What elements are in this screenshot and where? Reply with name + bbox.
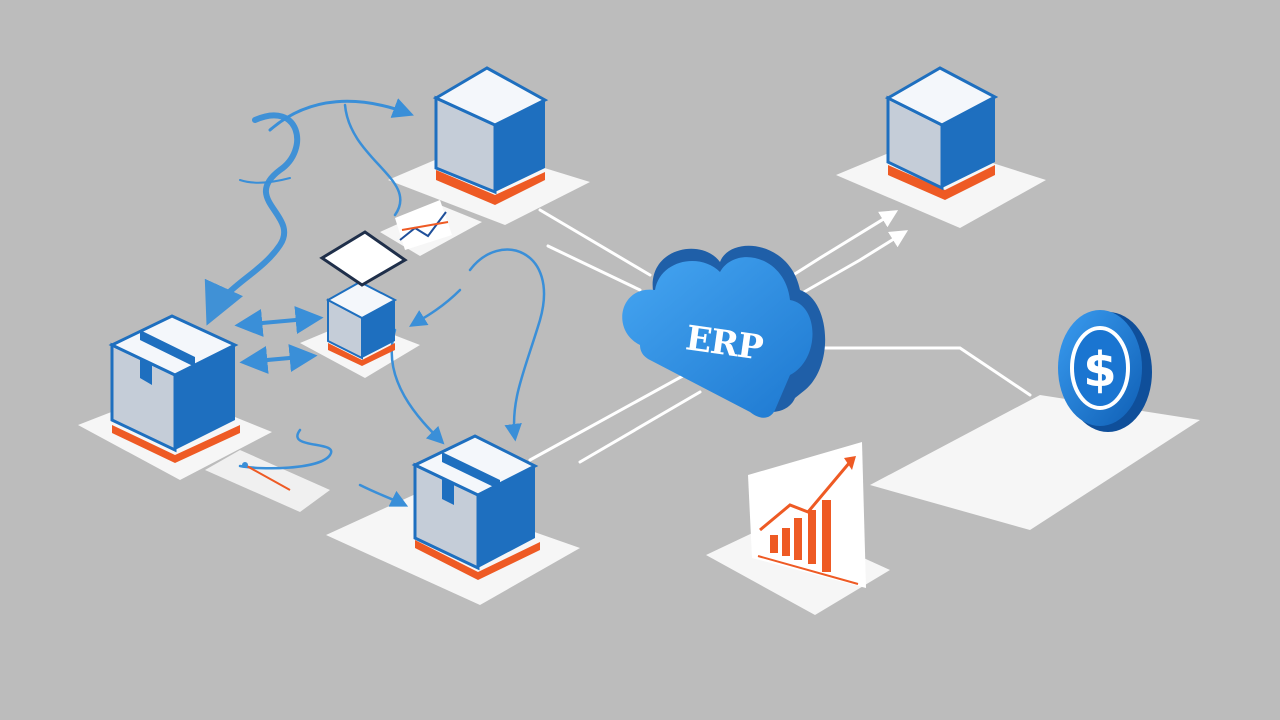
cloud-erp-icon: ERP — [622, 245, 826, 418]
box-bottom-front — [478, 466, 535, 568]
flow-arrow-left-double-2 — [239, 344, 318, 374]
flow-arrow-loop — [343, 103, 402, 217]
box-top-right-shadow — [888, 165, 995, 200]
connector-bottom-box-to-erp-2 — [578, 390, 702, 464]
dollar-coin-icon: $ — [1058, 310, 1152, 432]
flow-arrow-top — [268, 98, 414, 132]
card-tile — [319, 230, 408, 287]
mini-chart-icon — [395, 200, 452, 250]
mini-chart-small-dot — [242, 462, 248, 468]
box-top-right-front — [942, 97, 995, 188]
box-left-front — [175, 345, 235, 450]
package-box-icon — [108, 314, 240, 463]
box-left-tape-side — [140, 358, 152, 385]
box-small-top — [325, 280, 398, 320]
mini-chart-accent — [401, 221, 449, 231]
growth-trend-line — [759, 461, 852, 532]
mini-chart-small-line — [244, 464, 291, 491]
box-bottom-tape — [442, 452, 500, 490]
flow-arrow-left-edge — [239, 177, 291, 184]
flow-arrows — [204, 98, 546, 507]
cloud-erp-front — [622, 257, 813, 418]
box-bottom-tape-side — [442, 478, 454, 505]
mini-chart-icon — [242, 462, 291, 491]
connector-top-box-to-erp — [538, 208, 652, 277]
box-bottom-shadow — [415, 540, 540, 580]
box-top-right-top — [884, 66, 999, 127]
growth-bar-1 — [770, 535, 778, 553]
warehouse-box-icon — [325, 280, 398, 366]
connector-erp-to-top-right — [788, 230, 909, 302]
box-left-top — [108, 314, 239, 377]
growth-bar-5 — [822, 500, 831, 572]
mini-chart-card — [395, 200, 452, 250]
box-bottom-top — [411, 434, 539, 497]
growth-bar-2 — [782, 528, 790, 556]
card-tile-body — [319, 230, 408, 287]
coin-inner — [1070, 326, 1130, 410]
connector-erp-to-finance — [798, 346, 1032, 397]
flow-arrow-bottom-left — [238, 428, 333, 470]
growth-bar-4 — [808, 510, 816, 564]
flow-arrow-left-double — [234, 306, 324, 337]
box-top-center-shadow — [436, 170, 545, 205]
flow-arrow-ribbon — [204, 112, 301, 326]
dollar-symbol: $ — [1083, 342, 1116, 398]
warehouse-box-icon — [884, 66, 999, 200]
flow-arrow-curve-mid — [409, 288, 462, 327]
package-box-icon — [411, 434, 540, 580]
box-small-shadow — [328, 343, 395, 366]
growth-bar-3 — [794, 518, 802, 560]
flow-arrow-curve-right — [468, 248, 546, 442]
growth-chart-icon — [748, 442, 866, 588]
growth-chart-axis — [757, 555, 859, 585]
platform-left-strip — [205, 450, 330, 512]
platform-finance — [870, 395, 1200, 530]
connector-bottom-box-to-erp — [528, 370, 692, 462]
platforms — [78, 140, 1200, 615]
warehouse-box-icon — [432, 66, 549, 205]
connector-mid-to-erp — [546, 244, 642, 292]
flow-arrow-bottom — [358, 483, 409, 507]
growth-trend-arrowhead — [844, 456, 856, 470]
box-top-center-front — [495, 100, 545, 192]
box-top-center-top — [432, 66, 549, 127]
box-left-shadow — [112, 425, 240, 463]
box-left-tape — [140, 330, 195, 367]
